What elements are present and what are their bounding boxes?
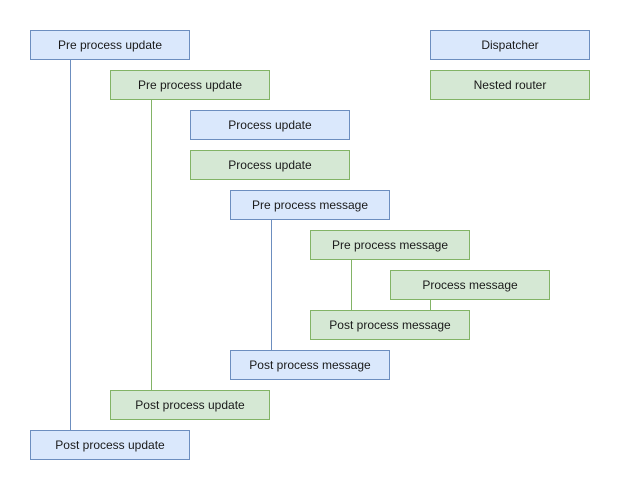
node-label: Pre process update bbox=[137, 77, 243, 92]
edge-process-message-to-post-message-router bbox=[430, 300, 431, 310]
edge-pre-message-router-to-post-message-router bbox=[351, 260, 352, 310]
node-label: Pre process message bbox=[331, 237, 449, 252]
legend-item-dispatcher[interactable]: Dispatcher bbox=[430, 30, 590, 60]
node-label: Pre process update bbox=[57, 37, 163, 52]
node-post-process-update-router[interactable]: Post process update bbox=[110, 390, 270, 420]
node-post-process-message-dispatcher[interactable]: Post process message bbox=[230, 350, 390, 380]
legend-item-label: Dispatcher bbox=[481, 37, 539, 52]
node-pre-process-message-dispatcher[interactable]: Pre process message bbox=[230, 190, 390, 220]
node-label: Process update bbox=[228, 157, 312, 172]
node-post-process-message-router[interactable]: Post process message bbox=[310, 310, 470, 340]
node-label: Process message bbox=[422, 277, 518, 292]
legend-item-label: Nested router bbox=[473, 77, 547, 92]
edge-pre-message-dispatcher-to-post-message-dispatcher bbox=[271, 220, 272, 350]
node-label: Post process update bbox=[135, 397, 245, 412]
node-post-process-update-dispatcher[interactable]: Post process update bbox=[30, 430, 190, 460]
edge-pre-update-dispatcher-to-post-update-dispatcher bbox=[70, 60, 71, 430]
node-process-update-router[interactable]: Process update bbox=[190, 150, 350, 180]
edge-pre-update-router-to-post-update-router bbox=[151, 100, 152, 390]
node-pre-process-message-router[interactable]: Pre process message bbox=[310, 230, 470, 260]
node-process-update-dispatcher[interactable]: Process update bbox=[190, 110, 350, 140]
node-label: Post process message bbox=[329, 317, 451, 332]
node-label: Post process update bbox=[55, 437, 165, 452]
legend-item-nested-router[interactable]: Nested router bbox=[430, 70, 590, 100]
node-label: Post process message bbox=[249, 357, 371, 372]
node-label: Process update bbox=[228, 117, 312, 132]
node-label: Pre process message bbox=[251, 197, 369, 212]
node-process-message-router[interactable]: Process message bbox=[390, 270, 550, 300]
node-pre-process-update-dispatcher[interactable]: Pre process update bbox=[30, 30, 190, 60]
node-pre-process-update-router[interactable]: Pre process update bbox=[110, 70, 270, 100]
